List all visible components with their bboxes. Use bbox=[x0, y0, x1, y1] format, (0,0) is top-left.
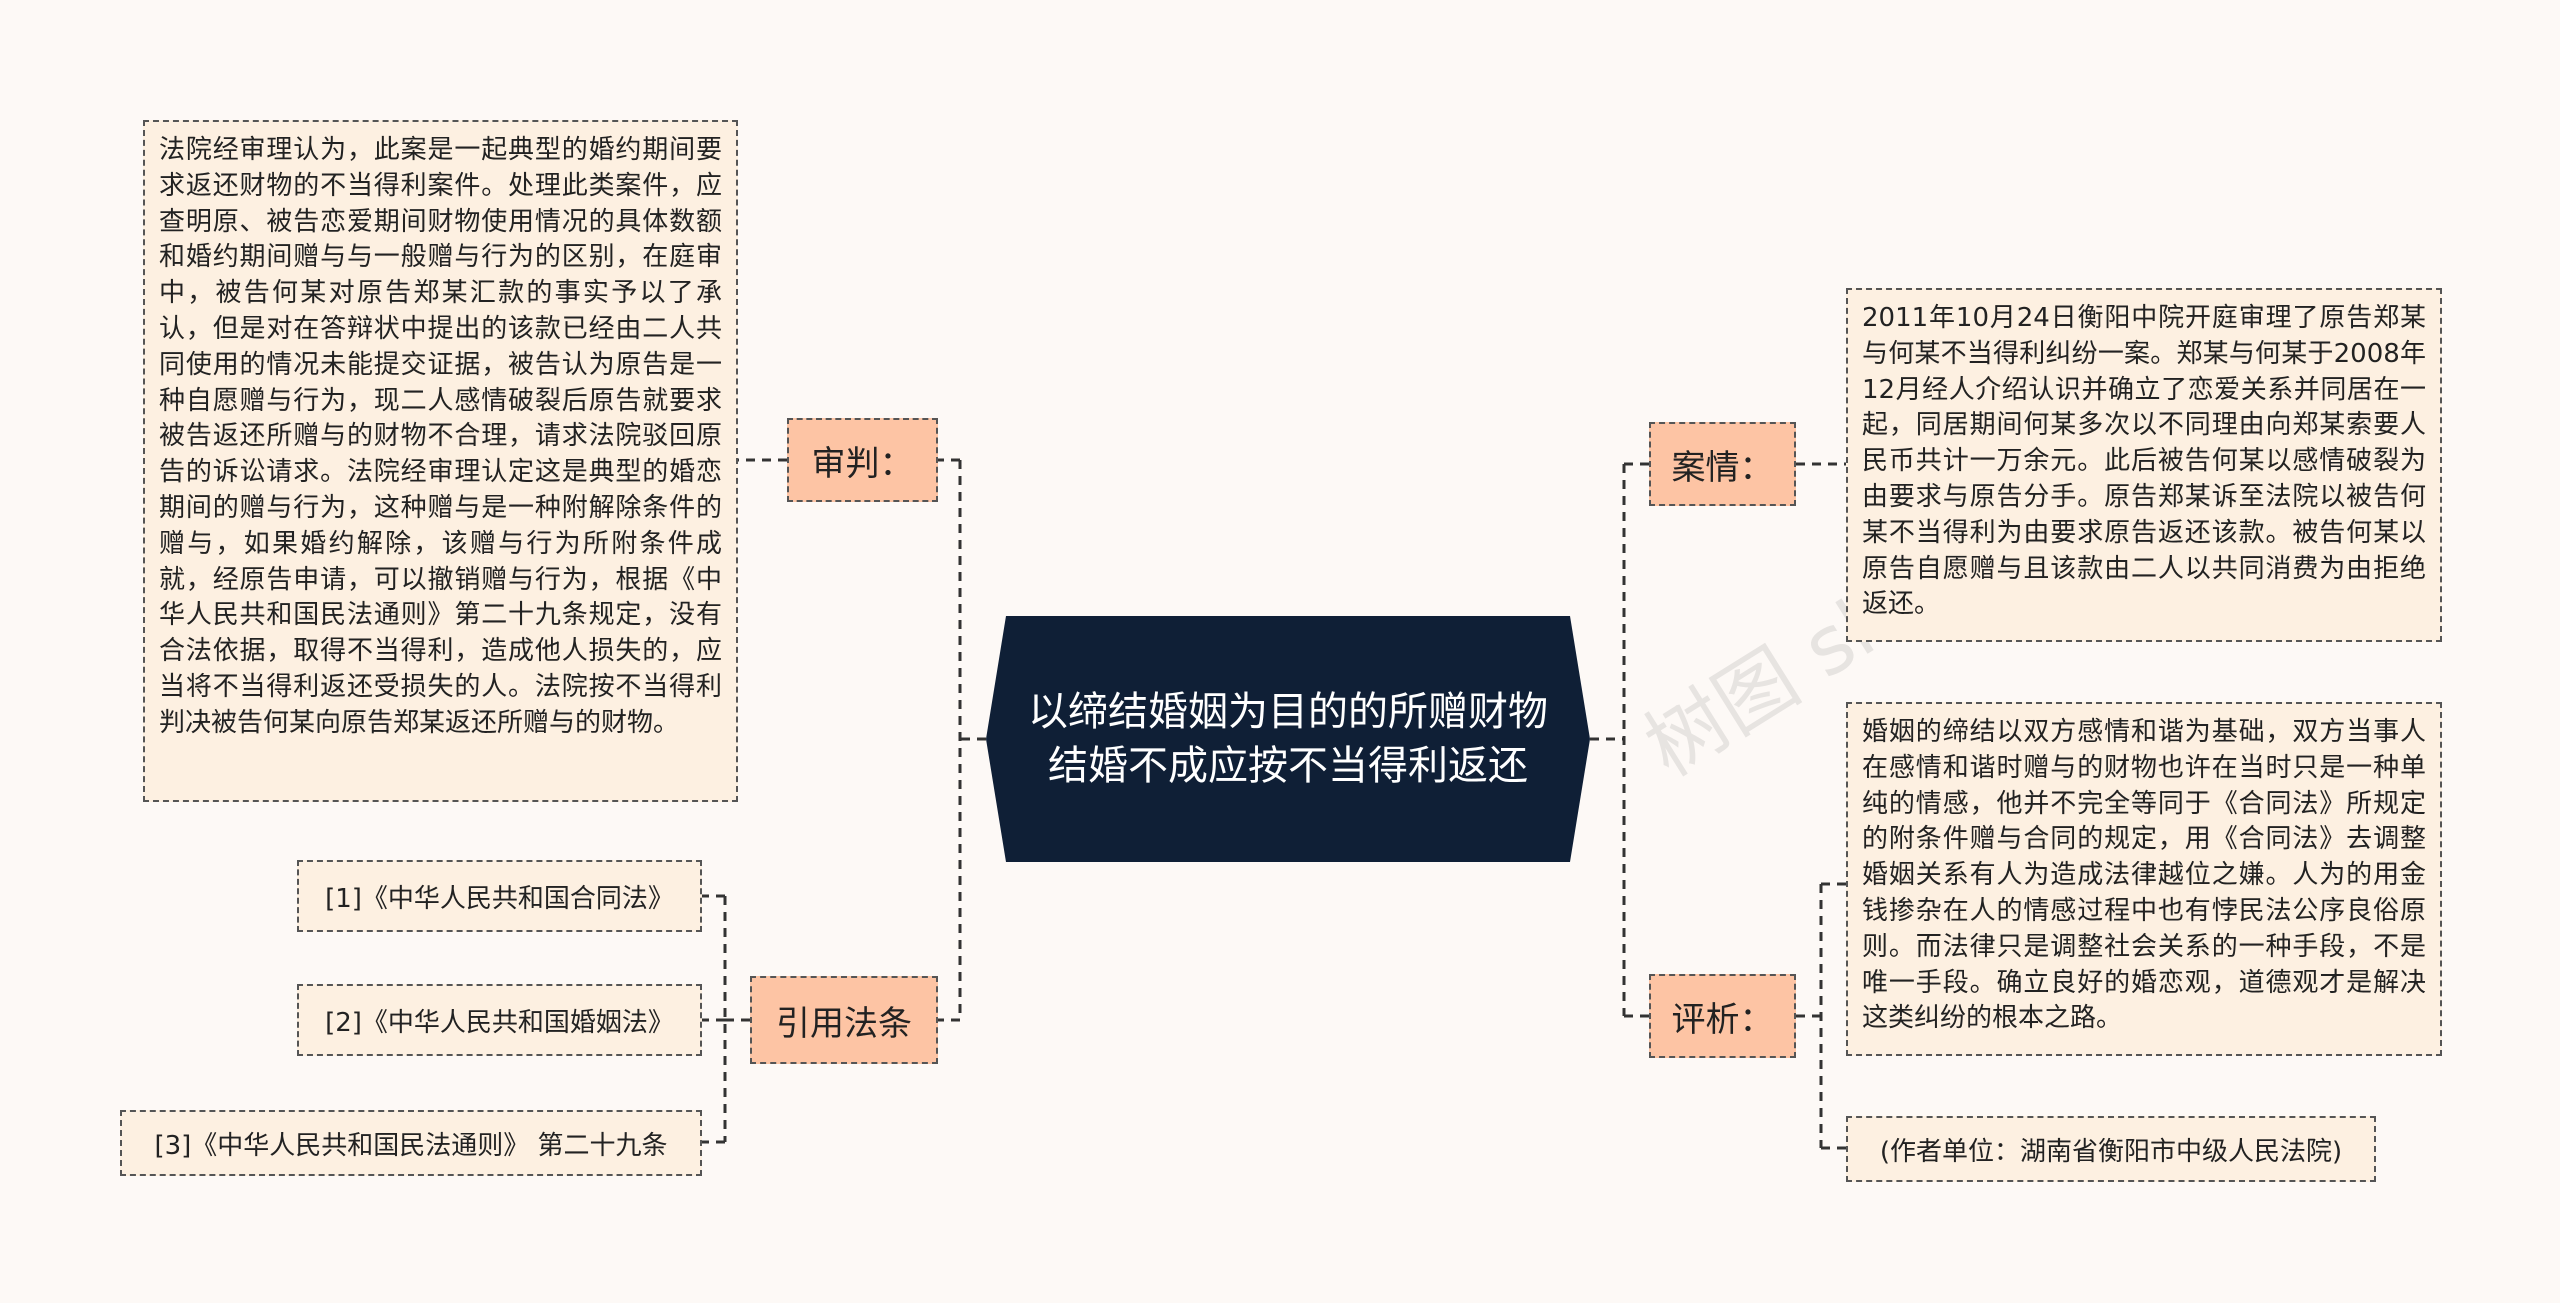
law-ref-3[interactable]: [3]《中华人民共和国民法通则》 第二十九条 bbox=[120, 1110, 702, 1176]
judgment-text[interactable]: 法院经审理认为，此案是一起典型的婚约期间要求返还财物的不当得利案件。处理此类案件… bbox=[143, 120, 738, 802]
branch-case-label: 案情： bbox=[1671, 447, 1774, 488]
branch-laws[interactable]: 引用法条 bbox=[750, 976, 938, 1064]
root-topic[interactable]: 以缔结婚姻为目的的所赠财物结婚不成应按不当得利返还 bbox=[986, 616, 1590, 862]
analysis-author-label: (作者单位：湖南省衡阳市中级人民法院) bbox=[1879, 1136, 2343, 1167]
case-text-body: 2011年10月24日衡阳中院开庭审理了原告郑某与何某不当得利纠纷一案。郑某与何… bbox=[1862, 303, 2426, 620]
law-ref-1-label: [1]《中华人民共和国合同法》 bbox=[325, 883, 674, 914]
branch-analysis-label: 评析： bbox=[1671, 999, 1774, 1040]
branch-laws-label: 引用法条 bbox=[776, 1003, 912, 1044]
analysis-text[interactable]: 婚姻的缔结以双方感情和谐为基础，双方当事人在感情和谐时赠与的财物也许在当时只是一… bbox=[1846, 702, 2442, 1056]
branch-judgment-label: 审判： bbox=[811, 443, 914, 484]
law-ref-3-label: [3]《中华人民共和国民法通则》 第二十九条 bbox=[154, 1130, 668, 1161]
judgment-text-body: 法院经审理认为，此案是一起典型的婚约期间要求返还财物的不当得利案件。处理此类案件… bbox=[159, 135, 722, 738]
branch-case[interactable]: 案情： bbox=[1649, 422, 1796, 506]
branch-judgment[interactable]: 审判： bbox=[787, 418, 938, 502]
case-text[interactable]: 2011年10月24日衡阳中院开庭审理了原告郑某与何某不当得利纠纷一案。郑某与何… bbox=[1846, 288, 2442, 642]
law-ref-2-label: [2]《中华人民共和国婚姻法》 bbox=[325, 1007, 674, 1038]
analysis-text-body: 婚姻的缔结以双方感情和谐为基础，双方当事人在感情和谐时赠与的财物也许在当时只是一… bbox=[1862, 717, 2426, 1034]
analysis-author[interactable]: (作者单位：湖南省衡阳市中级人民法院) bbox=[1846, 1116, 2376, 1182]
law-ref-2[interactable]: [2]《中华人民共和国婚姻法》 bbox=[297, 984, 702, 1056]
root-topic-label: 以缔结婚姻为目的的所赠财物结婚不成应按不当得利返还 bbox=[1028, 689, 1548, 789]
branch-analysis[interactable]: 评析： bbox=[1649, 974, 1796, 1058]
law-ref-1[interactable]: [1]《中华人民共和国合同法》 bbox=[297, 860, 702, 932]
